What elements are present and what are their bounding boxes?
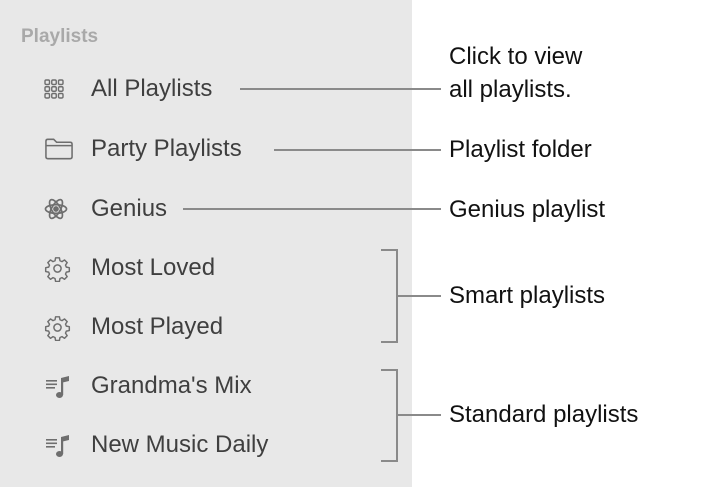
sidebar-item-all-playlists[interactable]: All Playlists bbox=[44, 74, 212, 104]
sidebar-item-most-loved[interactable]: Most Loved bbox=[44, 253, 215, 283]
playlist-note-icon bbox=[44, 430, 74, 460]
leader-line-genius bbox=[183, 208, 441, 210]
sidebar-item-new-music-daily[interactable]: New Music Daily bbox=[44, 430, 268, 460]
bracket-smart-top bbox=[381, 249, 398, 251]
playlists-sidebar: Playlists All Playlists Party Playlists bbox=[0, 0, 412, 487]
folder-icon bbox=[44, 134, 74, 164]
playlist-note-icon bbox=[44, 371, 74, 401]
section-header-playlists: Playlists bbox=[21, 26, 99, 47]
bracket-smart-bottom bbox=[381, 341, 398, 343]
sidebar-item-label: Party Playlists bbox=[91, 135, 242, 162]
sidebar-item-label: Grandma's Mix bbox=[91, 372, 252, 399]
genius-atom-icon bbox=[44, 194, 74, 224]
sidebar-item-label: Most Loved bbox=[91, 254, 216, 281]
sidebar-item-label: Most Played bbox=[91, 313, 224, 340]
grid-icon bbox=[44, 74, 74, 104]
sidebar-item-genius[interactable]: Genius bbox=[44, 194, 167, 224]
bracket-standard-bottom bbox=[381, 460, 398, 462]
sidebar-item-party-playlists[interactable]: Party Playlists bbox=[44, 134, 242, 164]
bracket-standard-top bbox=[381, 369, 398, 371]
callout-all-playlists: Click to view all playlists. bbox=[449, 40, 582, 106]
sidebar-item-label: Genius bbox=[91, 195, 168, 222]
callout-all-playlists-line2: all playlists. bbox=[449, 76, 572, 103]
gear-icon bbox=[44, 312, 74, 342]
sidebar-item-most-played[interactable]: Most Played bbox=[44, 312, 223, 342]
leader-line-all-playlists bbox=[240, 88, 441, 90]
leader-line-standard bbox=[396, 414, 441, 416]
leader-line-playlist-folder bbox=[274, 149, 441, 151]
sidebar-item-label: All Playlists bbox=[91, 75, 213, 102]
leader-line-smart bbox=[396, 295, 441, 297]
callout-genius-playlist: Genius playlist bbox=[449, 196, 606, 223]
callout-standard-playlists: Standard playlists bbox=[449, 401, 639, 428]
sidebar-item-label: New Music Daily bbox=[91, 431, 269, 458]
callout-all-playlists-line1: Click to view bbox=[449, 43, 583, 70]
sidebar-item-grandmas-mix[interactable]: Grandma's Mix bbox=[44, 371, 252, 401]
callout-playlist-folder: Playlist folder bbox=[449, 136, 592, 163]
callout-smart-playlists: Smart playlists bbox=[449, 282, 606, 309]
gear-icon bbox=[44, 253, 74, 283]
